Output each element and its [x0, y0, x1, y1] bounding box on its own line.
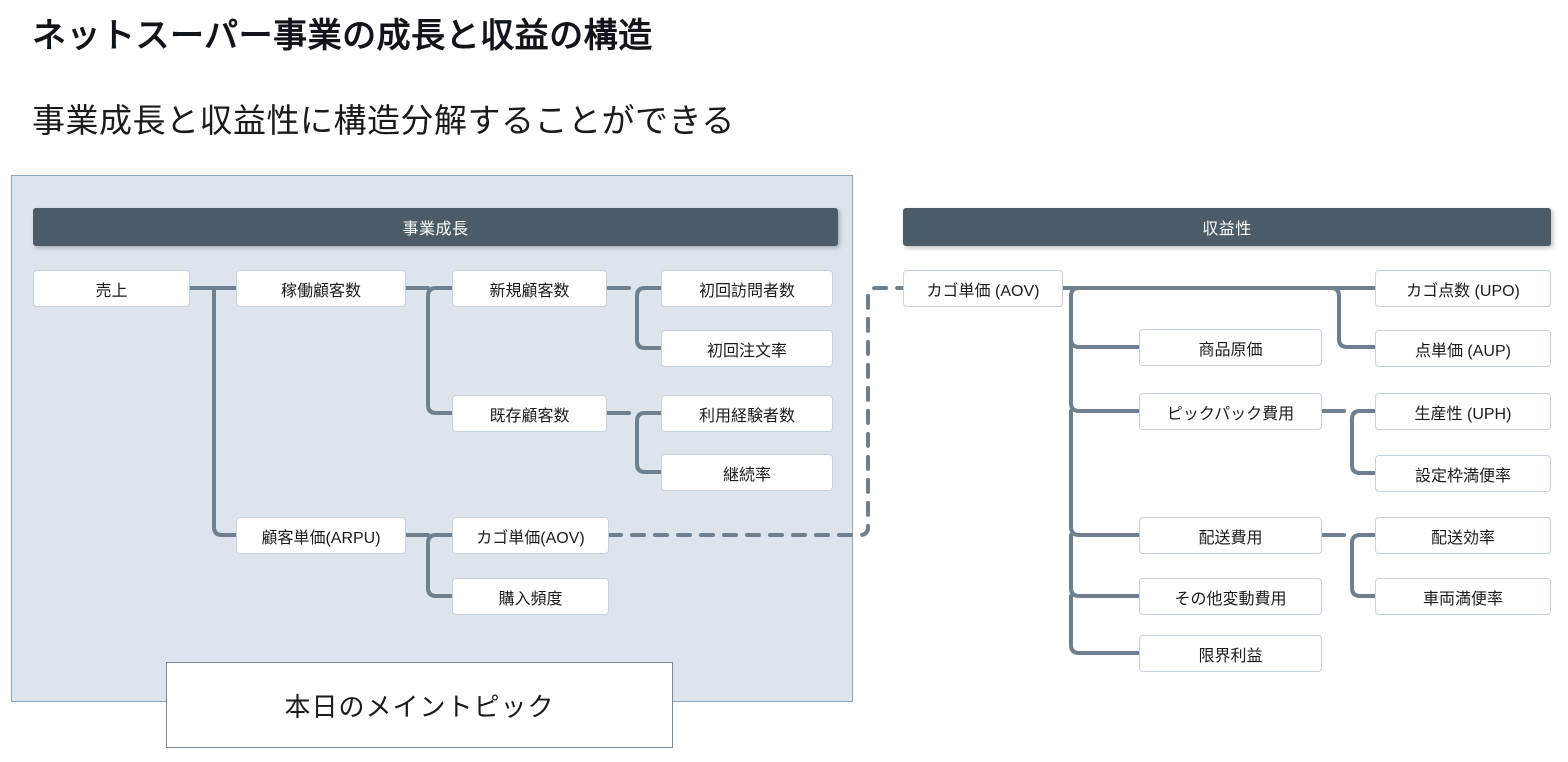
node-new-customers[interactable]: 新規顧客数: [452, 270, 607, 307]
node-pickpack-cost[interactable]: ピックパック費用: [1139, 393, 1322, 430]
node-active-customers[interactable]: 稼働顧客数: [236, 270, 406, 307]
profitability-panel-header: 収益性: [903, 208, 1551, 246]
node-first-visitors[interactable]: 初回訪問者数: [661, 270, 833, 307]
node-experienced-users[interactable]: 利用経験者数: [661, 395, 833, 432]
node-vehicle-fill-rate[interactable]: 車両満便率: [1375, 578, 1551, 615]
node-delivery-efficiency[interactable]: 配送効率: [1375, 517, 1551, 554]
node-cogs[interactable]: 商品原価: [1139, 329, 1322, 366]
node-aov-profit[interactable]: カゴ単価 (AOV): [903, 270, 1063, 307]
node-purchase-frequency[interactable]: 購入頻度: [452, 578, 609, 615]
growth-panel: [11, 175, 853, 702]
node-contribution-margin[interactable]: 限界利益: [1139, 635, 1322, 672]
node-revenue[interactable]: 売上: [33, 270, 190, 307]
node-other-variable-cost[interactable]: その他変動費用: [1139, 578, 1322, 615]
node-upo[interactable]: カゴ点数 (UPO): [1375, 270, 1551, 307]
growth-panel-header: 事業成長: [33, 208, 838, 246]
node-slot-fill-rate[interactable]: 設定枠満便率: [1375, 455, 1551, 492]
node-delivery-cost[interactable]: 配送費用: [1139, 517, 1322, 554]
profitability-panel: [900, 175, 1555, 702]
page-title: ネットスーパー事業の成長と収益の構造: [32, 17, 653, 55]
main-topic-callout: 本日のメイントピック: [166, 662, 673, 748]
node-arpu[interactable]: 顧客単価(ARPU): [236, 517, 406, 554]
node-aup[interactable]: 点単価 (AUP): [1375, 330, 1551, 367]
node-uph[interactable]: 生産性 (UPH): [1375, 393, 1551, 430]
page-subtitle: 事業成長と収益性に構造分解することができる: [32, 102, 735, 139]
node-first-order-rate[interactable]: 初回注文率: [661, 330, 833, 367]
node-existing-customers[interactable]: 既存顧客数: [452, 395, 607, 432]
node-retention-rate[interactable]: 継続率: [661, 454, 833, 491]
node-aov-growth[interactable]: カゴ単価(AOV): [452, 517, 609, 554]
